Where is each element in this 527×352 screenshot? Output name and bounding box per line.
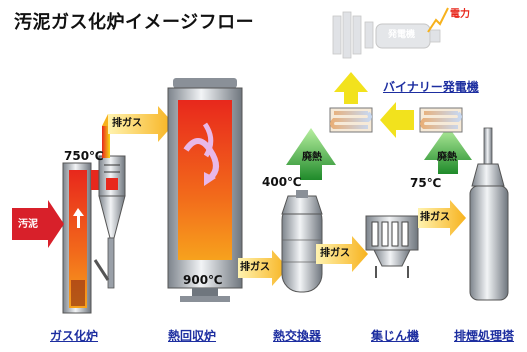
binary-up-arrow bbox=[334, 72, 368, 104]
label-sludge: 汚泥 bbox=[18, 219, 38, 230]
exchanger-waste-heat-arrow bbox=[286, 128, 336, 180]
binary-generator bbox=[332, 11, 441, 59]
caption-stack: 排煙処理塔 bbox=[454, 329, 515, 343]
heat-recovery-furnace bbox=[167, 78, 243, 302]
label-waste-heat-1: 廃熱 bbox=[302, 152, 322, 163]
label-exhaust-2: 排ガス bbox=[240, 262, 270, 273]
sludge-input-arrow bbox=[12, 200, 64, 248]
gasifier-exhaust-arrow bbox=[102, 106, 174, 158]
label-generator: 発電機 bbox=[388, 30, 416, 40]
cyclone bbox=[93, 155, 126, 289]
label-exhaust-1: 排ガス bbox=[112, 118, 142, 129]
exchanger-exhaust-arrow bbox=[316, 236, 368, 272]
temp-exchanger-in: 400℃ bbox=[262, 175, 302, 189]
temp-binary-out: 75℃ bbox=[410, 176, 442, 190]
caption-heat-recovery: 熱回収炉 bbox=[168, 329, 217, 343]
collector-exhaust-arrow bbox=[418, 200, 466, 236]
label-exhaust-4: 排ガス bbox=[420, 212, 450, 223]
page-title: 汚泥ガス化炉イメージフロー bbox=[14, 12, 255, 33]
temp-heat-recovery: 900℃ bbox=[183, 273, 223, 287]
label-power: 電力 bbox=[450, 9, 470, 20]
binary-coil-left bbox=[329, 107, 373, 133]
caption-dust-collector: 集じん機 bbox=[371, 329, 420, 343]
heat-recovery-exhaust-arrow bbox=[238, 250, 288, 286]
stack-waste-heat-arrow bbox=[424, 126, 472, 174]
power-spark-icon bbox=[427, 7, 449, 33]
label-exhaust-3: 排ガス bbox=[320, 248, 350, 259]
label-waste-heat-2: 廃熱 bbox=[437, 152, 457, 163]
stack bbox=[469, 127, 509, 301]
caption-gasifier: ガス化炉 bbox=[50, 329, 99, 343]
caption-heat-exchanger: 熱交換器 bbox=[273, 329, 322, 343]
dust-collector bbox=[365, 215, 419, 278]
temp-gasifier-top: 750℃ bbox=[64, 149, 104, 163]
gasifier bbox=[62, 162, 99, 314]
heat-exchanger bbox=[281, 190, 323, 293]
caption-binary: バイナリー発電機 bbox=[383, 80, 479, 94]
binary-coil-right bbox=[419, 107, 463, 133]
binary-transfer-arrow bbox=[380, 102, 414, 138]
